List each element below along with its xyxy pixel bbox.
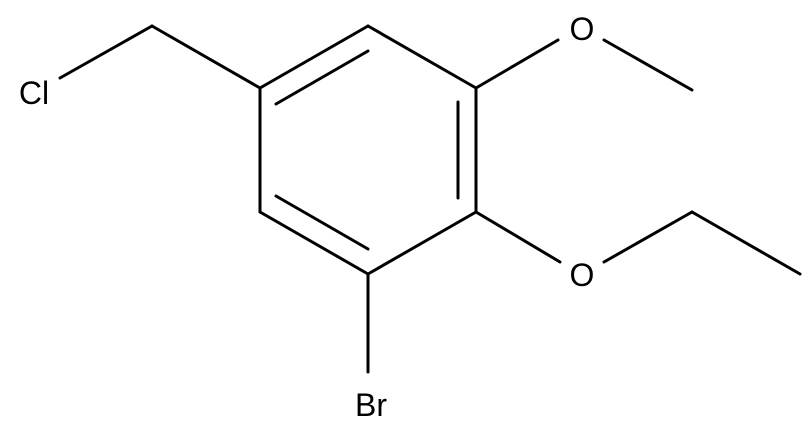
ring-bond-c1-c2 xyxy=(258,24,370,90)
bromine-atom-label: Br xyxy=(355,387,387,423)
ring-double-bond-inner-top xyxy=(274,49,370,106)
bond-ring-to-methoxy-o xyxy=(474,38,560,90)
bond-methoxy-o-to-ch3 xyxy=(602,38,694,92)
ethoxy-oxygen-label: O xyxy=(570,257,595,293)
bond-ch2-to-cl xyxy=(58,24,154,80)
ring-double-bond-inner-bottom xyxy=(274,194,370,251)
chlorine-atom-label: Cl xyxy=(19,75,49,111)
ring-bond-c4-c5 xyxy=(366,210,478,276)
ring-bond-c2-c3 xyxy=(366,24,478,90)
methoxy-oxygen-label: O xyxy=(570,11,595,47)
ring-bond-c5-c6 xyxy=(258,210,370,276)
bond-ethyl-ch2-to-ch3 xyxy=(690,210,802,276)
bond-ring-to-ch2 xyxy=(150,24,262,90)
bond-ethoxy-o-to-ch2 xyxy=(602,210,694,264)
bond-ring-to-ethoxy-o xyxy=(474,210,562,264)
